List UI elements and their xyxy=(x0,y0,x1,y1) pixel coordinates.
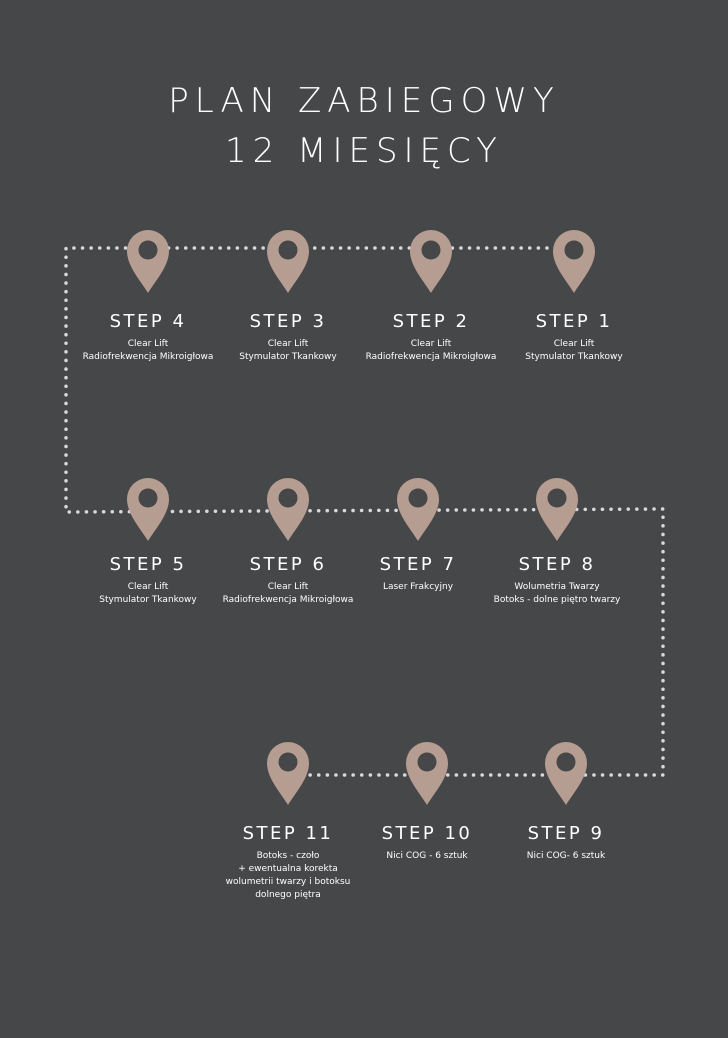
step-title: STEP 5 xyxy=(109,554,187,575)
step-description-line: Radiofrekwencja Mikroigłowa xyxy=(222,595,354,605)
step-description: Nici COG - 6 sztuk xyxy=(327,850,527,863)
step-description-line: Botoks - czoło xyxy=(256,851,320,861)
step-10: STEP 10 Nici COG - 6 sztuk xyxy=(327,742,527,863)
step-title: STEP 6 xyxy=(249,554,327,575)
map-pin-icon xyxy=(553,230,595,293)
step-description-line: Radiofrekwencja Mikroigłowa xyxy=(82,352,214,362)
step-description-line: Clear Lift xyxy=(553,339,595,349)
step-11: STEP 11 Botoks - czoło + ewentualna korekt… xyxy=(188,742,388,902)
step-description-line: Laser Frakcyjny xyxy=(382,582,454,592)
map-pin-icon xyxy=(397,478,439,541)
step-description-line: + ewentualna korekta xyxy=(238,864,338,874)
map-pin-icon xyxy=(536,478,578,541)
step-title: STEP 10 xyxy=(381,823,473,844)
title-line-1: PLAN ZABIEGOWY xyxy=(168,81,560,121)
step-description-line: Clear Lift xyxy=(410,339,452,349)
step-description-line: Stymulator Tkankowy xyxy=(99,595,197,605)
map-pin-icon xyxy=(267,478,309,541)
step-description-line: Nici COG- 6 sztuk xyxy=(526,851,606,861)
step-title: STEP 11 xyxy=(242,823,334,844)
step-description-line: wolumetrii twarzy i botoksu xyxy=(225,877,351,887)
step-title: STEP 9 xyxy=(527,823,605,844)
step-description-line: Clear Lift xyxy=(127,582,169,592)
step-description-line: Wolumetria Twarzy xyxy=(514,582,600,592)
map-pin-icon xyxy=(545,742,587,805)
map-pin-icon xyxy=(127,478,169,541)
step-description-line: Stymulator Tkankowy xyxy=(525,352,623,362)
map-pin-icon xyxy=(267,230,309,293)
step-description: Laser Frakcyjny xyxy=(318,581,518,594)
step-description-line: Radiofrekwencja Mikroigłowa xyxy=(365,352,497,362)
step-7: STEP 7 Laser Frakcyjny xyxy=(318,478,518,594)
step-title: STEP 4 xyxy=(109,311,187,332)
step-description-line: Stymulator Tkankowy xyxy=(239,352,337,362)
step-description-line: Clear Lift xyxy=(267,582,309,592)
step-title: STEP 1 xyxy=(535,311,613,332)
step-description-line: Clear Lift xyxy=(267,339,309,349)
step-title: STEP 8 xyxy=(518,554,596,575)
map-pin-icon xyxy=(127,230,169,293)
step-description: Botoks - czoło + ewentualna korekta wolume… xyxy=(188,850,388,902)
map-pin-icon xyxy=(406,742,448,805)
step-title: STEP 7 xyxy=(379,554,457,575)
title-line-2: 12 MIESIĘCY xyxy=(225,131,503,171)
step-description-line: Clear Lift xyxy=(127,339,169,349)
step-title: STEP 3 xyxy=(249,311,327,332)
map-pin-icon xyxy=(267,742,309,805)
step-description-line: Botoks - dolne piętro twarzy xyxy=(493,595,621,605)
map-pin-icon xyxy=(410,230,452,293)
step-description-line: Nici COG - 6 sztuk xyxy=(386,851,468,861)
step-9: STEP 9 Nici COG- 6 sztuk xyxy=(466,742,666,863)
step-title: STEP 2 xyxy=(392,311,470,332)
step-description: Nici COG- 6 sztuk xyxy=(466,850,666,863)
step-description-line: dolnego piętra xyxy=(255,890,321,900)
page-title: PLAN ZABIEGOWY 12 MIESIĘCY xyxy=(0,76,728,176)
